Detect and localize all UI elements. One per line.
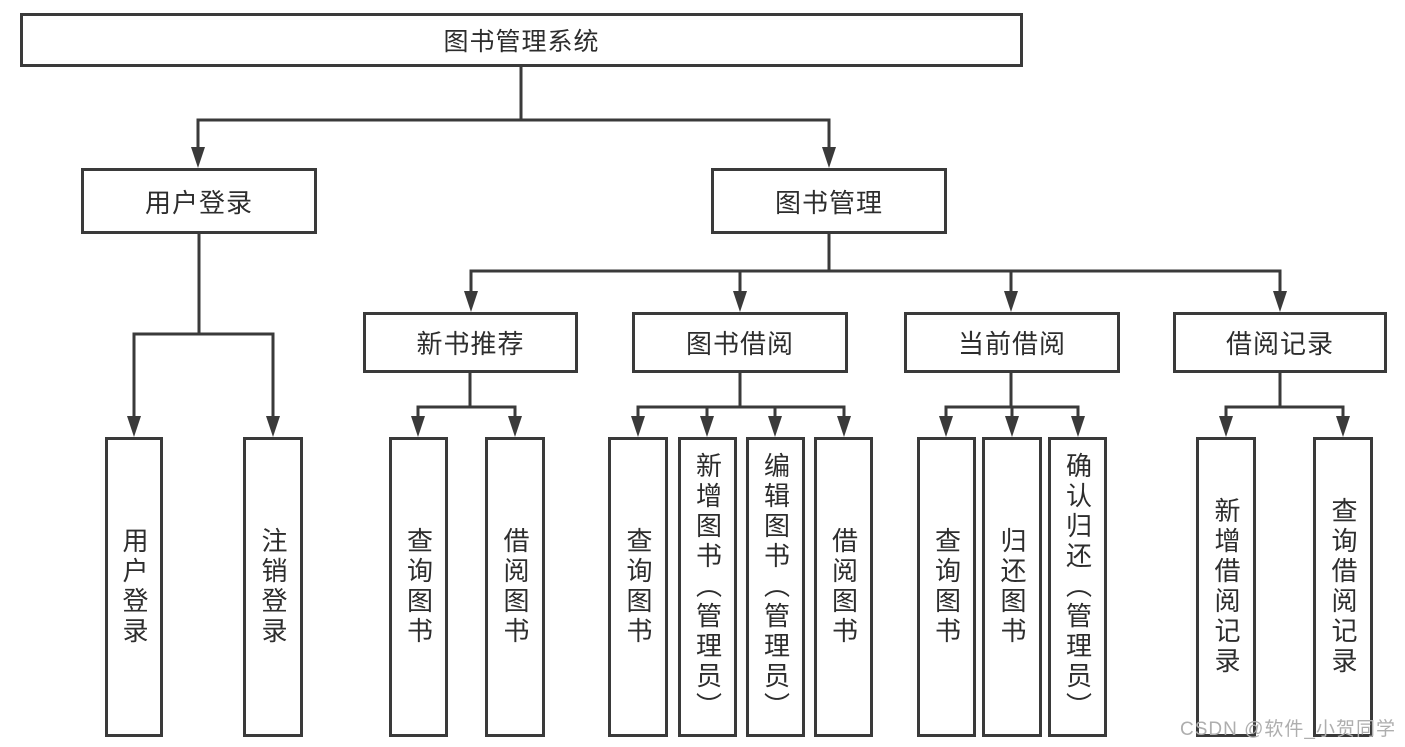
edge-lines — [944, 371, 1080, 420]
leaf-add-books-admin: 新增图书（管理员） — [678, 437, 737, 737]
edge-lines — [196, 65, 831, 151]
leaf-query-books-1: 查询图书 — [389, 437, 448, 737]
watermark: CSDN @软件_小贺同学 — [1180, 719, 1396, 740]
leaf-label: 注销登录 — [258, 527, 288, 647]
node-user-login: 用户登录 — [81, 168, 317, 234]
leaf-query-books-2: 查询图书 — [608, 437, 668, 737]
node-book-management: 图书管理 — [711, 168, 947, 234]
leaf-query-books-3: 查询图书 — [917, 437, 976, 737]
edge-lines — [132, 232, 275, 420]
arrowhead — [700, 416, 714, 437]
leaf-edit-books-admin: 编辑图书（管理员） — [746, 437, 805, 737]
leaf-label: 借阅图书 — [828, 527, 859, 647]
leaf-return-books: 归还图书 — [982, 437, 1042, 737]
arrowhead — [411, 416, 425, 437]
leaf-user-login: 用户登录 — [105, 437, 163, 737]
arrowhead — [733, 291, 747, 312]
arrowhead — [631, 416, 645, 437]
edge-lines — [1224, 371, 1345, 420]
arrowhead — [837, 416, 851, 437]
arrowhead — [1219, 416, 1233, 437]
leaf-label: 借阅图书 — [500, 527, 530, 647]
leaf-label: 确认归还（管理员） — [1062, 452, 1093, 722]
leaf-label: 用户登录 — [119, 527, 149, 647]
leaf-add-borrow-record: 新增借阅记录 — [1196, 437, 1256, 737]
leaf-logout: 注销登录 — [243, 437, 303, 737]
edges-new-book-rec-to-leaves — [411, 371, 522, 437]
leaf-label: 编辑图书（管理员） — [760, 452, 791, 722]
arrowhead — [822, 147, 836, 168]
edge-lines — [636, 371, 846, 420]
leaf-label: 查询图书 — [931, 527, 962, 647]
edges-root-to-level2 — [191, 65, 836, 168]
arrowhead — [1004, 291, 1018, 312]
edges-user-login-to-leaves — [127, 232, 280, 437]
node-current-borrowing: 当前借阅 — [904, 312, 1120, 373]
edges-book-mgmt-to-level3 — [464, 232, 1287, 312]
leaf-label: 归还图书 — [997, 527, 1027, 647]
leaf-label: 新增借阅记录 — [1211, 497, 1241, 677]
leaf-label: 查询借阅记录 — [1328, 497, 1358, 677]
leaf-confirm-return-admin: 确认归还（管理员） — [1048, 437, 1107, 737]
edge-lines — [469, 232, 1282, 295]
edges-book-borrow-to-leaves — [631, 371, 851, 437]
leaf-borrow-books-1: 借阅图书 — [485, 437, 545, 737]
arrowhead — [266, 416, 280, 437]
leaf-label: 新增图书（管理员） — [692, 452, 723, 722]
edges-borrow-records-to-leaves — [1219, 371, 1350, 437]
arrowhead — [1071, 416, 1085, 437]
arrowhead — [1273, 291, 1287, 312]
arrowhead — [1005, 416, 1019, 437]
node-book-borrowing: 图书借阅 — [632, 312, 848, 373]
leaf-query-borrow-record: 查询借阅记录 — [1313, 437, 1373, 737]
edge-lines — [416, 371, 517, 420]
leaf-label: 查询图书 — [623, 527, 653, 647]
arrowhead — [768, 416, 782, 437]
arrowhead — [464, 291, 478, 312]
arrowhead — [508, 416, 522, 437]
node-library-system: 图书管理系统 — [20, 13, 1023, 67]
arrowhead — [191, 147, 205, 168]
node-new-book-recommend: 新书推荐 — [363, 312, 578, 373]
edges-current-borrow-to-leaves — [939, 371, 1085, 437]
leaf-label: 查询图书 — [403, 527, 434, 647]
leaf-borrow-books-2: 借阅图书 — [814, 437, 873, 737]
node-borrowing-records: 借阅记录 — [1173, 312, 1387, 373]
arrowhead — [1336, 416, 1350, 437]
arrowhead — [939, 416, 953, 437]
arrowhead — [127, 416, 141, 437]
